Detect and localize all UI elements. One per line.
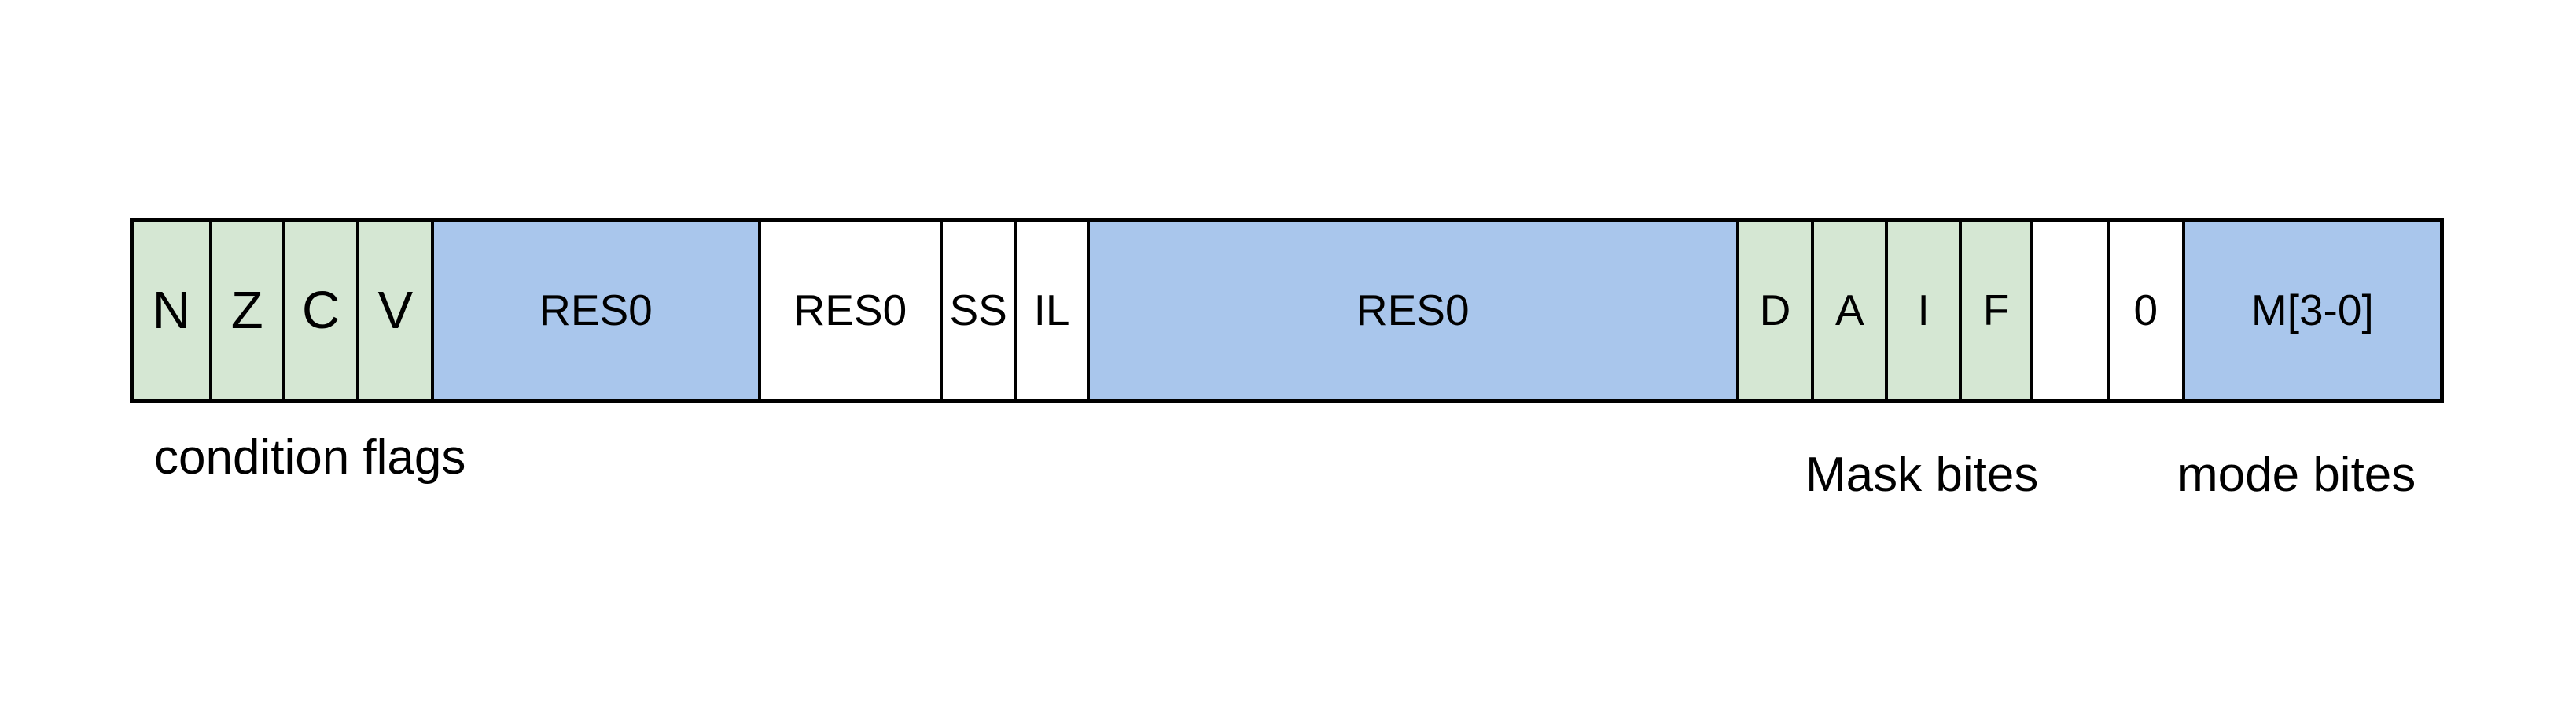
field-reserved [2033,222,2110,399]
field-a: A [1814,222,1889,399]
field-label: D [1759,286,1791,334]
caption-mask-bites: Mask bites [1805,448,2039,502]
field-f: F [1962,222,2034,399]
field-d: D [1739,222,1815,399]
field-il: IL [1017,222,1090,399]
field-c: C [285,222,360,399]
field-ss: SS [943,222,1018,399]
field-label: RES0 [1356,286,1470,334]
field-label: IL [1033,286,1070,334]
field-res0: RES0 [434,222,761,399]
caption-condition-flags: condition flags [154,430,466,485]
caption-mode-bites: mode bites [2177,448,2416,502]
field-label: RES0 [539,286,653,334]
field-m-3-0: M[3-0] [2184,222,2440,399]
field-label: C [301,281,340,340]
field-n: N [134,222,212,399]
field-label: RES0 [793,286,907,334]
field-label: SS [949,286,1007,334]
field-label: A [1834,286,1864,334]
field-0: 0 [2109,222,2185,399]
field-z: Z [212,222,285,399]
field-label: V [377,281,414,340]
field-label: M[3-0] [2250,286,2374,334]
field-res0-3: RES0 [1089,222,1739,399]
field-label: 0 [2133,286,2158,334]
field-v: V [359,222,435,399]
field-label: N [152,281,191,340]
field-label: I [1917,286,1930,334]
field-label: F [1982,286,2010,334]
field-label: Z [230,281,263,340]
field-i: I [1888,222,1963,399]
field-res0-2: RES0 [760,222,944,399]
